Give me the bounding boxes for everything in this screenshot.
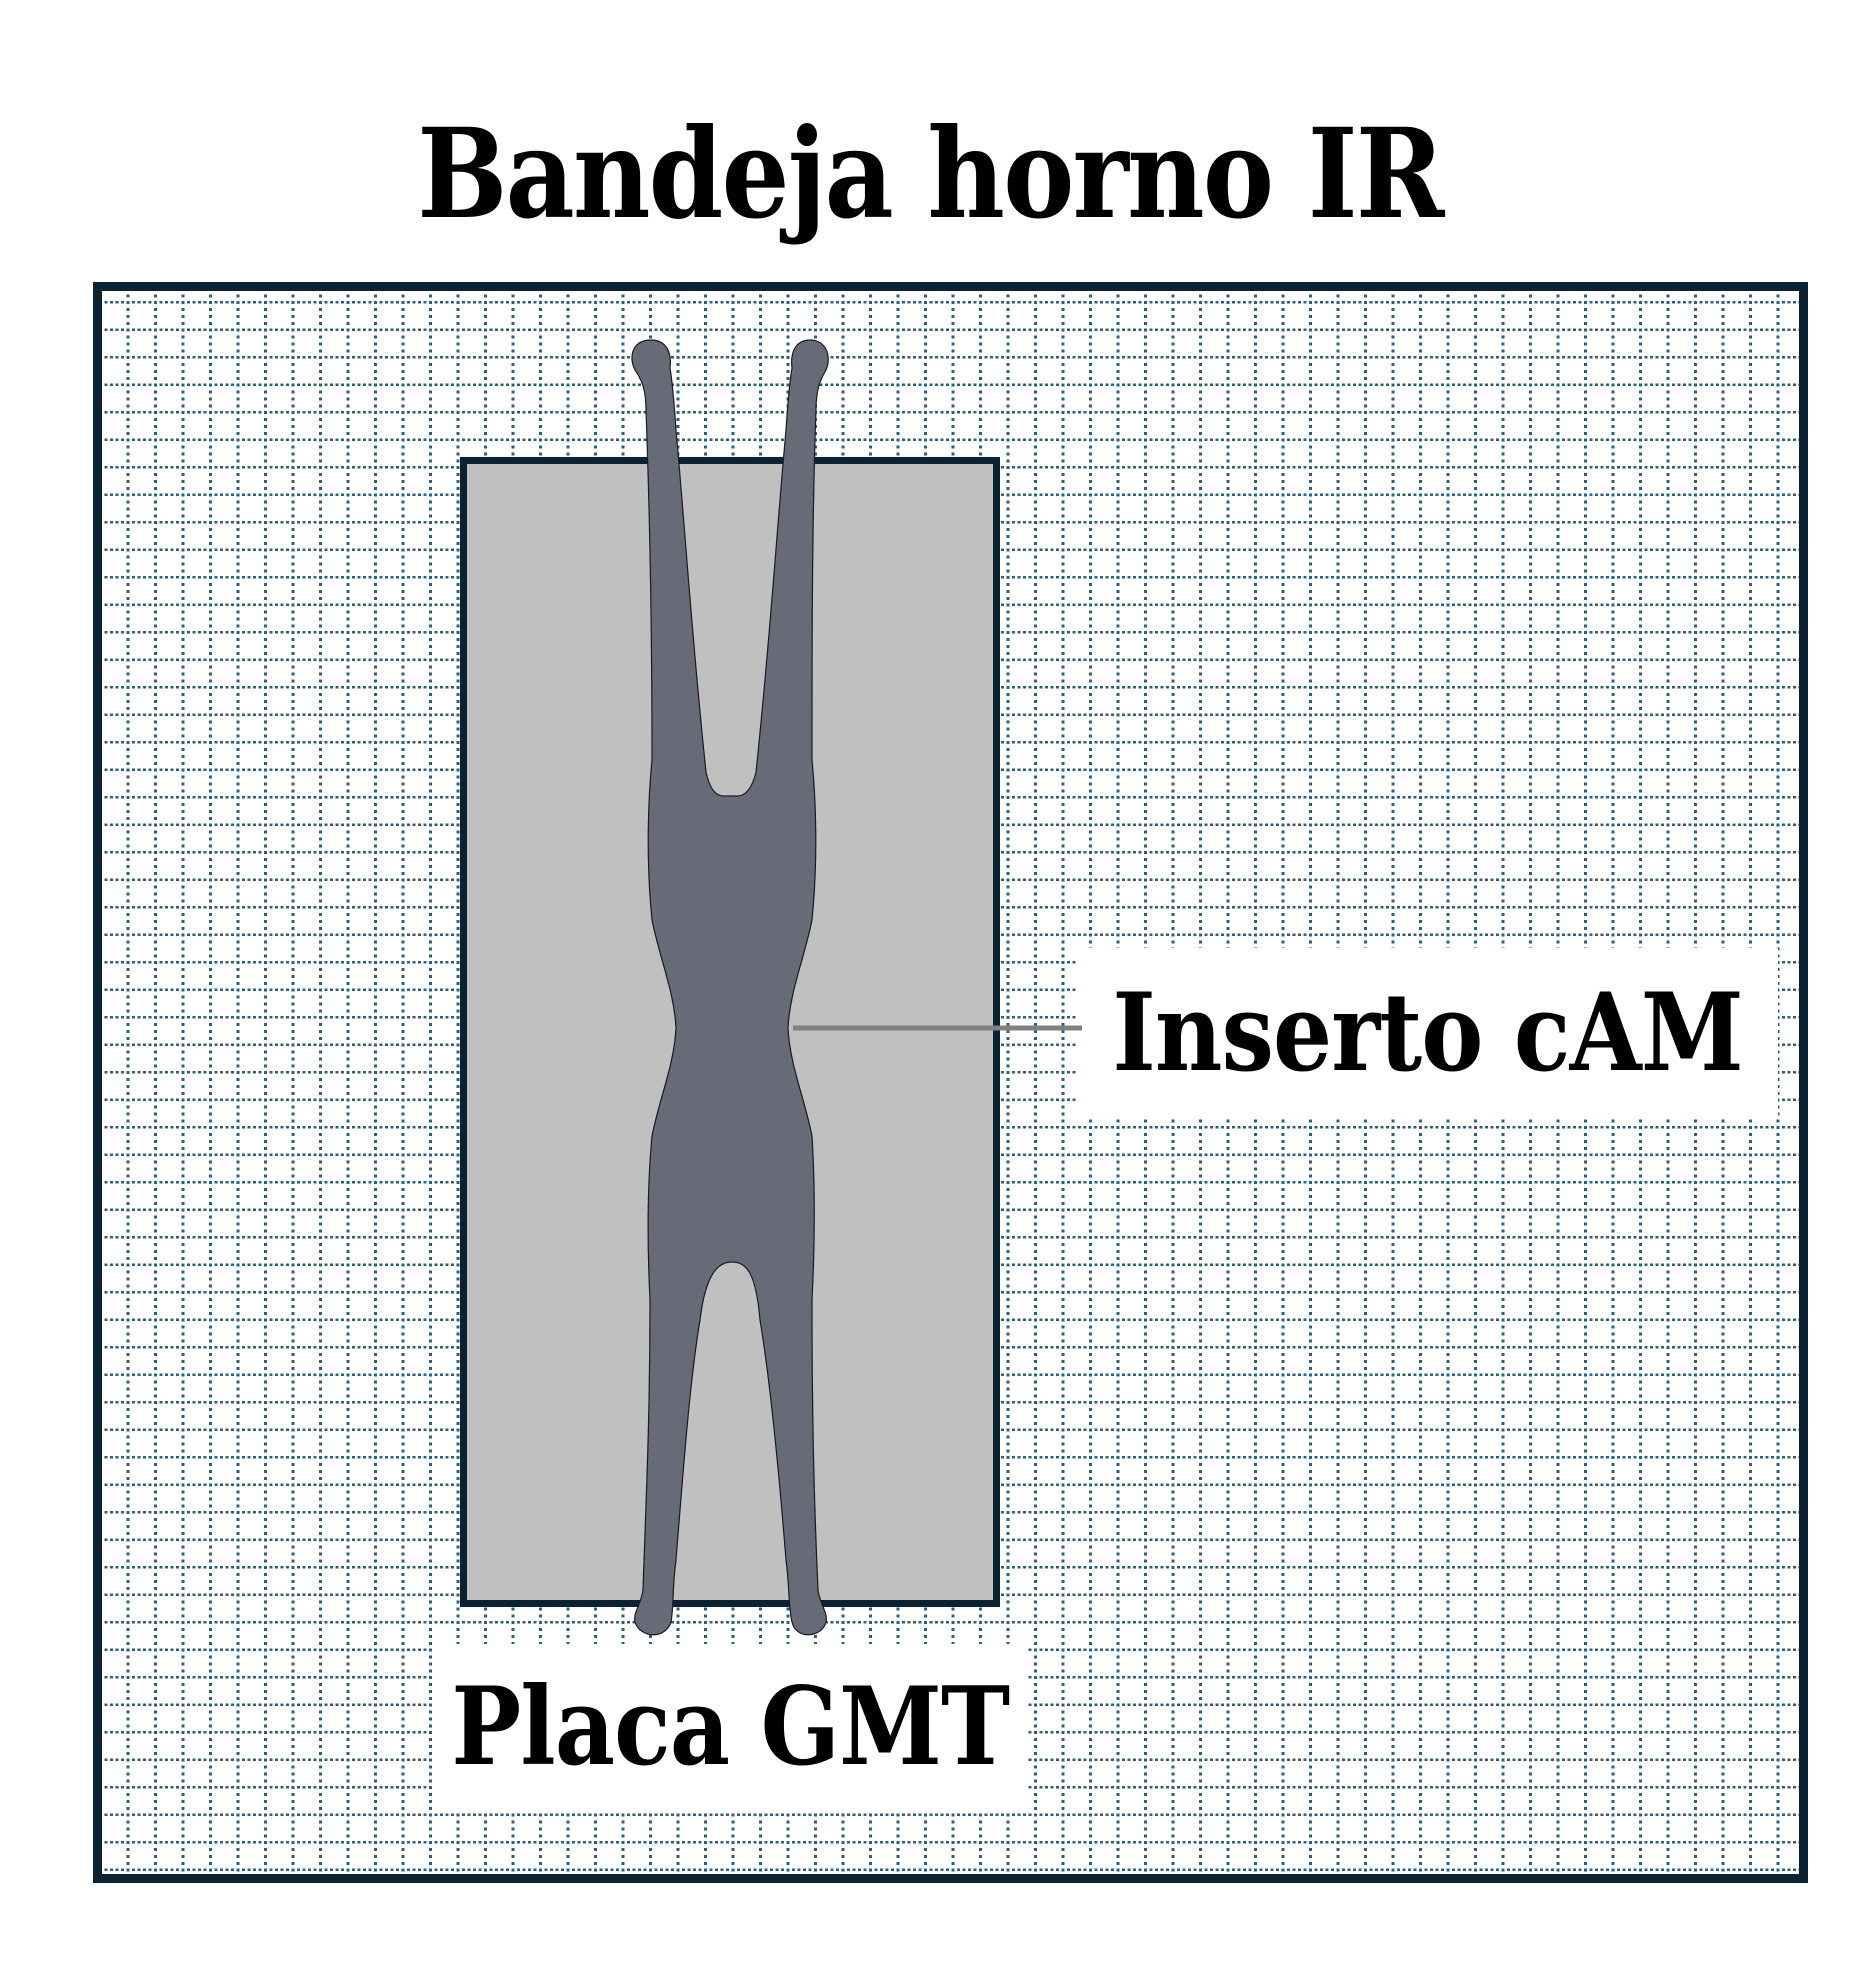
insert-label-box: Inserto cAM <box>1078 948 1778 1118</box>
insert-label: Inserto cAM <box>1112 970 1744 1096</box>
diagram-title: Bandeja horno IR <box>417 102 1444 247</box>
plate-label: Placa GMT <box>451 1664 1010 1790</box>
plate-label-box: Placa GMT <box>432 1644 1028 1810</box>
